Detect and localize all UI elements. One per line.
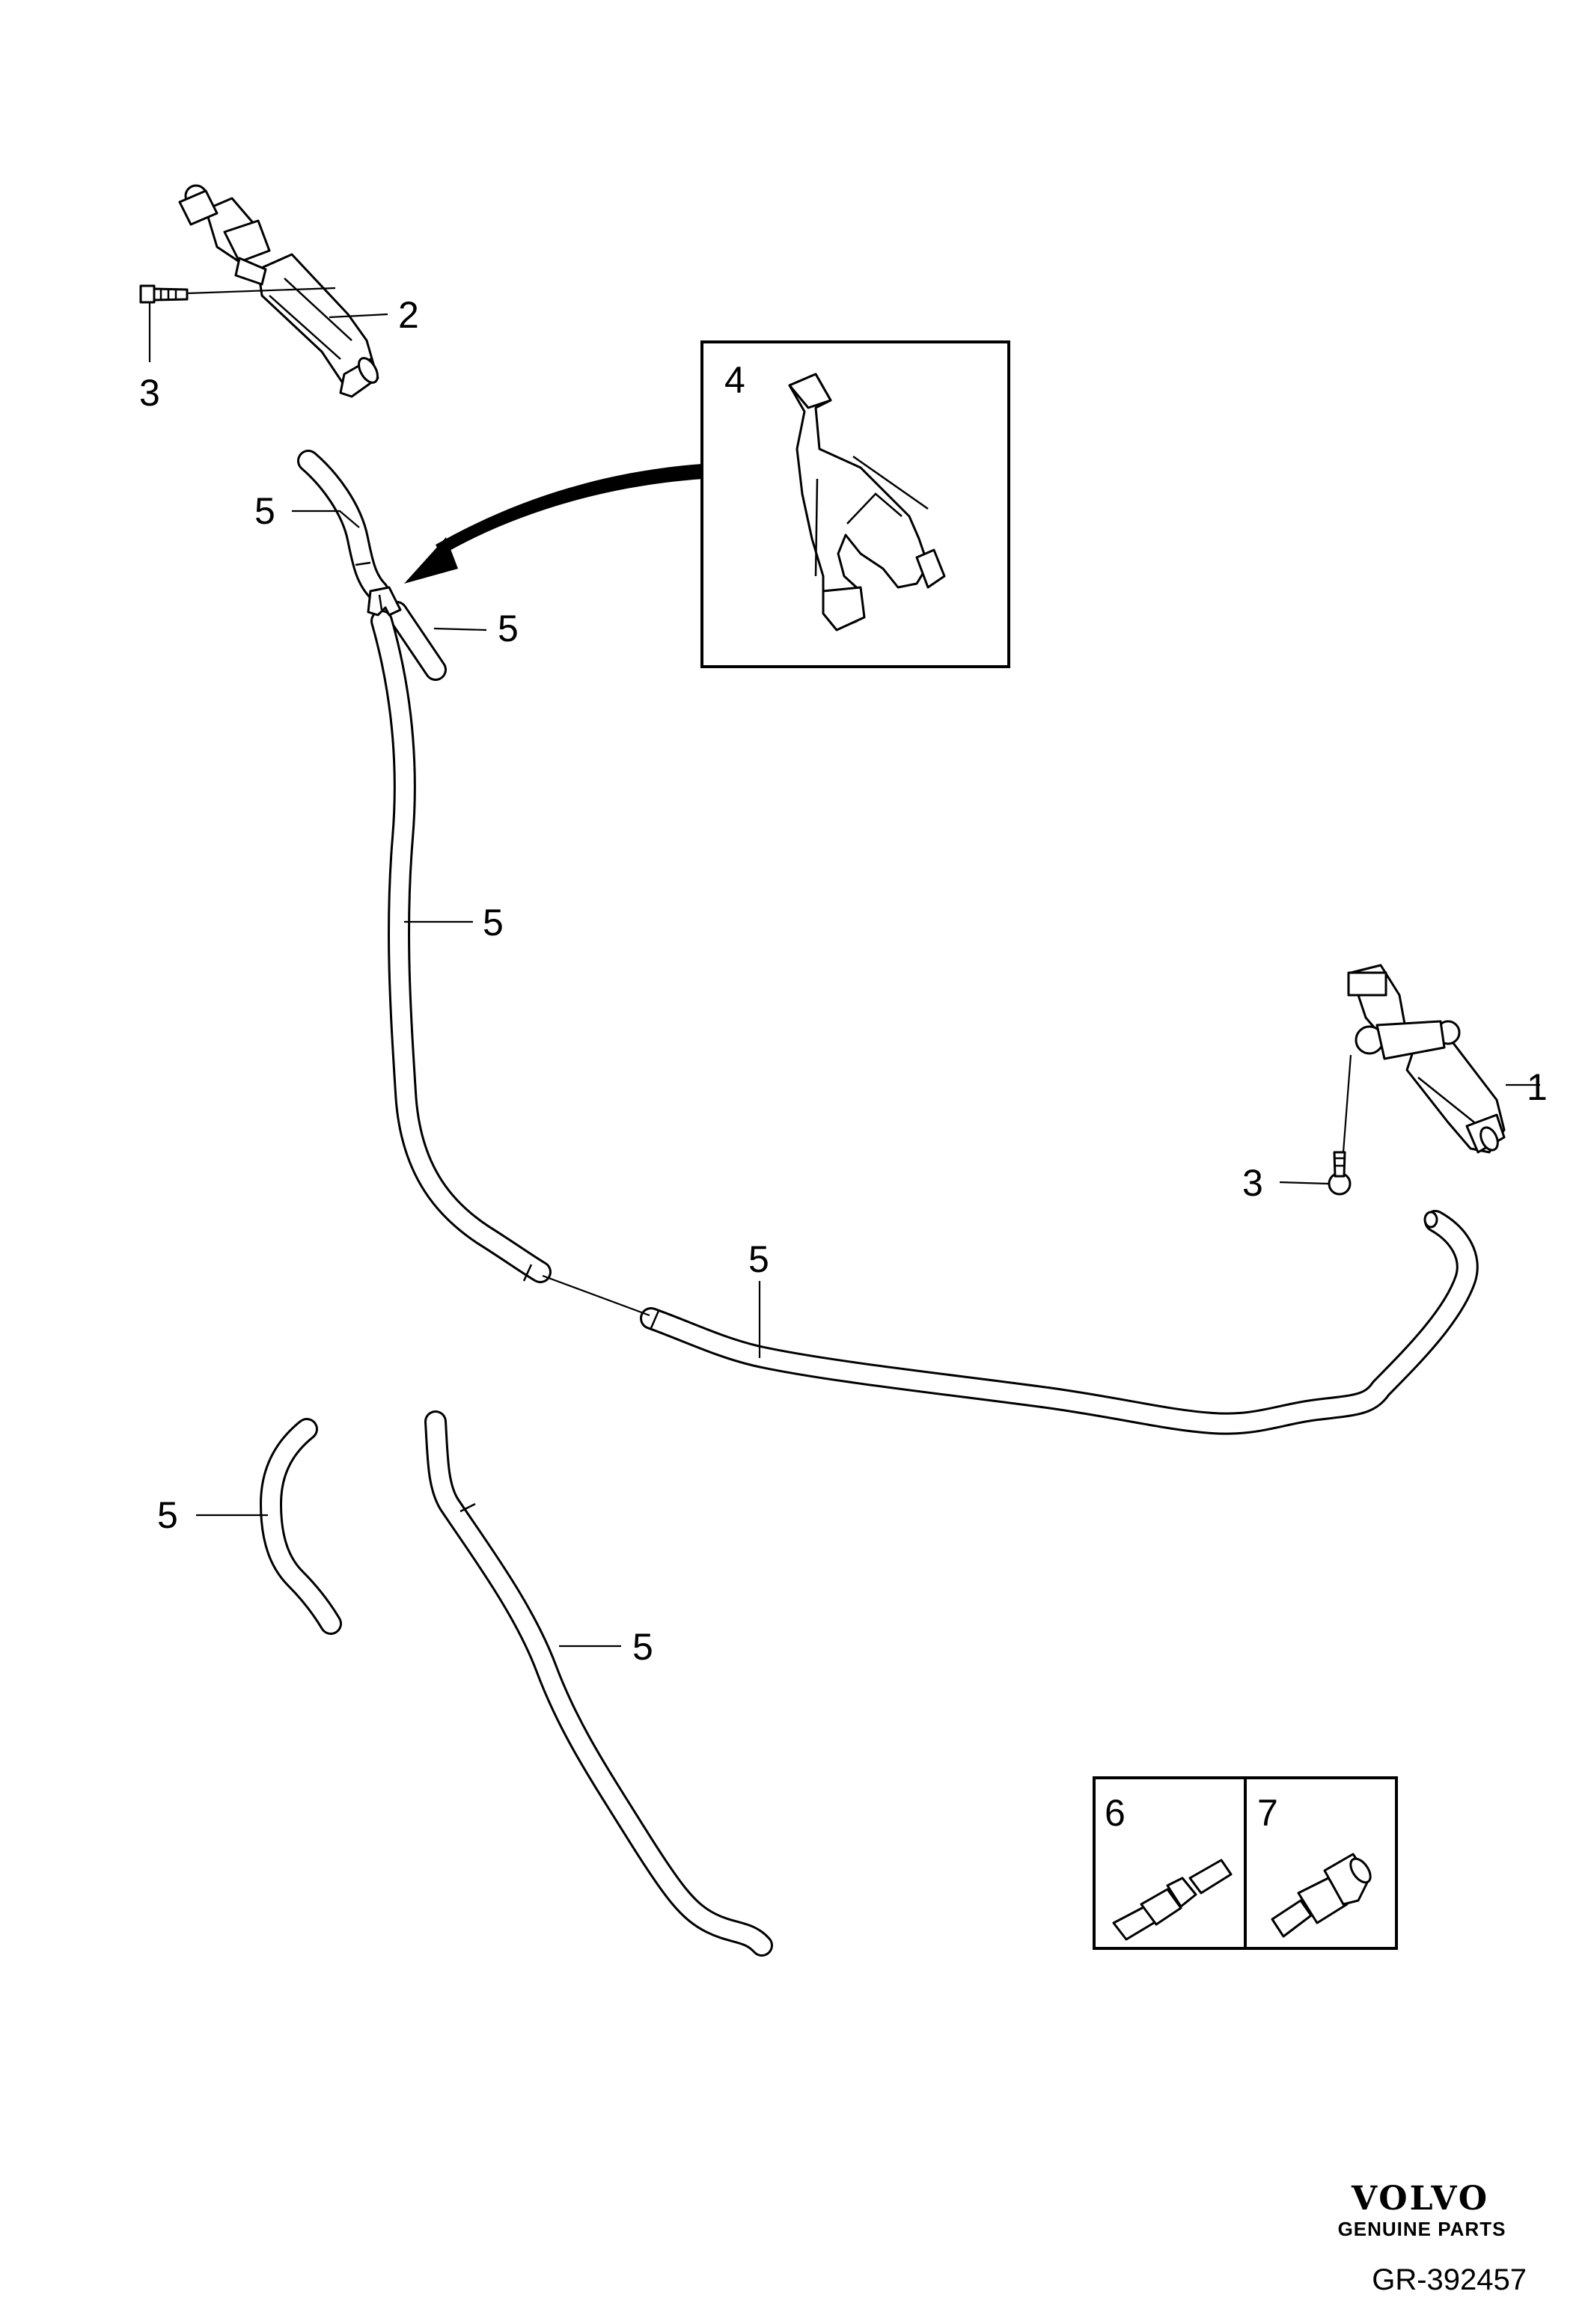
callout-screw-left: 3: [139, 372, 160, 414]
fitting-end: [1271, 1853, 1372, 1938]
leader-lines: [148, 287, 1540, 1648]
callout-nozzle-left: 2: [398, 294, 419, 336]
brand-logo: VOLVO: [1351, 2180, 1489, 2218]
callout-screw-right: 3: [1242, 1162, 1263, 1204]
callout-hose-top: 5: [254, 490, 275, 532]
callout-hose-vertical: 5: [483, 902, 504, 944]
hose-long-bottom: [424, 1410, 773, 1957]
callout-hose-horizontal: 5: [748, 1238, 769, 1280]
brand-block: VOLVO GENUINE PARTS GR-392457: [1338, 2180, 1527, 2296]
callout-hose-branch: 5: [498, 608, 519, 649]
hose-vertical: [370, 610, 552, 1283]
inset-connector: 4: [700, 340, 1010, 668]
callout-hose-long-bottom: 5: [632, 1626, 653, 1668]
hose-branch: [385, 601, 447, 681]
y-connector-junction: [367, 586, 402, 617]
callout-fitting-straight: 6: [1105, 1792, 1126, 1834]
reference-code: GR-392457: [1372, 2263, 1527, 2296]
washer-nozzle-left: [178, 184, 379, 398]
callout-nozzle-right: 1: [1527, 1066, 1548, 1108]
hose-horizontal: [640, 1210, 1479, 1435]
brand-tagline: GENUINE PARTS: [1338, 2218, 1506, 2240]
washer-nozzle-right: [1347, 964, 1506, 1154]
hose-continuation-line: [542, 1274, 650, 1317]
screw-left: [139, 284, 189, 304]
callout-fitting-end: 7: [1257, 1792, 1278, 1834]
hose-small-bottom: [260, 1418, 342, 1635]
fitting-straight: [1112, 1859, 1233, 1941]
hose-top: [297, 450, 389, 602]
callout-connector: 4: [724, 359, 745, 401]
pointer-arrow: [404, 464, 703, 584]
screw-right: [1328, 1151, 1352, 1196]
inset-fittings: 6 7: [1093, 1776, 1398, 1950]
callout-hose-small-bottom: 5: [157, 1494, 178, 1536]
